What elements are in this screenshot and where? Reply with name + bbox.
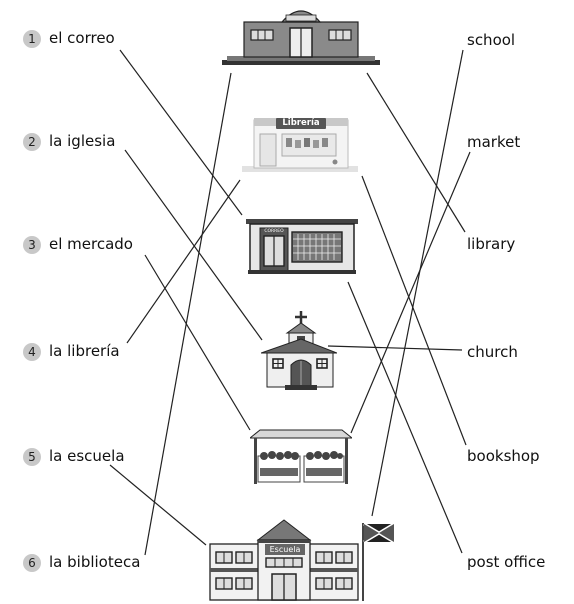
line-bookstore-pic-to-bookshop [361, 175, 467, 446]
spanish-word-2: la iglesia [49, 132, 116, 150]
item-number-2: 2 [23, 133, 41, 151]
school-building-icon [209, 519, 359, 601]
english-word-church: church [467, 343, 518, 361]
item-number-3: 3 [23, 236, 41, 254]
post-office-picture: CORREO [246, 218, 358, 274]
item-number-1: 1 [23, 30, 41, 48]
spanish-word-1: el correo [49, 29, 115, 47]
bookstore-sign: Librería [276, 118, 326, 129]
school-picture: Escuela [208, 518, 360, 602]
line-biblioteca-to-library-pic [144, 72, 232, 556]
line-escuela-to-school-pic [109, 464, 207, 546]
school-sign: Escuela [269, 545, 301, 554]
english-word-school: school [467, 31, 516, 49]
item-number-6: 6 [23, 554, 41, 572]
english-word-market: market [467, 133, 521, 151]
item-number-5: 5 [23, 448, 41, 466]
line-church-pic-to-church [327, 345, 463, 351]
line-school-pic-to-school [371, 49, 464, 517]
jamaica-flag-icon [362, 522, 395, 601]
market-stall-icon [250, 429, 352, 484]
english-word-bookshop: bookshop [467, 447, 540, 465]
post-office-sign: CORREO [264, 229, 284, 234]
line-iglesia-to-church-pic [124, 149, 263, 341]
line-correo-to-post-office-pic [119, 49, 243, 216]
church-icon [261, 311, 337, 390]
line-library-pic-to-library [366, 72, 466, 233]
spanish-word-3: el mercado [49, 235, 133, 253]
line-mercado-to-market-pic [144, 254, 251, 431]
line-libreria-to-bookstore-pic [126, 179, 241, 344]
english-word-library: library [467, 235, 516, 253]
line-market-pic-to-market [350, 151, 471, 434]
bookstore-picture: Librería [240, 114, 360, 174]
line-post-office-pic-to-post-office [347, 281, 463, 554]
item-number-4: 4 [23, 343, 41, 361]
spanish-word-6: la biblioteca [49, 553, 141, 571]
spanish-word-4: la librería [49, 342, 120, 360]
post-office-building-icon [246, 219, 358, 274]
library-building-icon [222, 10, 380, 65]
english-word-post-office: post office [467, 553, 546, 571]
spanish-word-5: la escuela [49, 447, 125, 465]
